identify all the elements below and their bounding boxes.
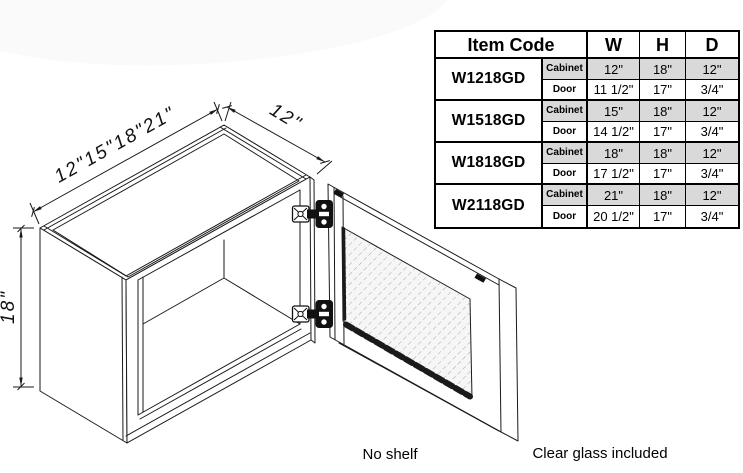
dim-height-label: 18" bbox=[0, 290, 19, 324]
dim-depth-label: 12" bbox=[266, 100, 306, 135]
row-label-cabinet: Cabinet bbox=[543, 143, 588, 164]
value-cell: 17" bbox=[640, 164, 686, 185]
note-clear-glass: Clear glass included bbox=[532, 445, 668, 462]
row-label-cabinet: Cabinet bbox=[543, 59, 588, 80]
header-w: W bbox=[588, 32, 640, 59]
interior-floor-right-edge bbox=[223, 277, 301, 325]
value-cell: 14 1/2" bbox=[588, 122, 640, 143]
value-cell: 15" bbox=[588, 101, 640, 122]
note-no-shelf: No shelf bbox=[362, 446, 418, 463]
value-cell: 3/4" bbox=[686, 164, 738, 185]
value-cell: 11 1/2" bbox=[588, 80, 640, 101]
item-code: W1518GD bbox=[436, 101, 543, 143]
value-cell: 18" bbox=[640, 101, 686, 122]
row-label-cabinet: Cabinet bbox=[543, 185, 588, 206]
row-label-door: Door bbox=[543, 80, 588, 101]
value-cell: 3/4" bbox=[686, 122, 738, 143]
item-code: W2118GD bbox=[436, 185, 543, 227]
header-h: H bbox=[640, 32, 686, 59]
value-cell: 17" bbox=[640, 80, 686, 101]
glass-door bbox=[327, 183, 519, 442]
value-cell: 3/4" bbox=[686, 80, 738, 101]
value-cell: 17 1/2" bbox=[588, 164, 640, 185]
spec-table: Item Code W H D W1218GD Cabinet 12" 18" … bbox=[434, 30, 740, 229]
value-cell: 21" bbox=[588, 185, 640, 206]
glass-edge-band-bottom bbox=[343, 321, 473, 400]
item-code: W1218GD bbox=[436, 59, 543, 101]
value-cell: 12" bbox=[686, 143, 738, 164]
glass-hatch bbox=[342, 227, 472, 398]
value-cell: 12" bbox=[588, 59, 640, 80]
value-cell: 18" bbox=[640, 143, 686, 164]
glass-edge-band-left bbox=[341, 227, 347, 321]
value-cell: 18" bbox=[640, 185, 686, 206]
value-cell: 12" bbox=[686, 185, 738, 206]
dimension-arrows bbox=[19, 107, 325, 387]
value-cell: 12" bbox=[686, 101, 738, 122]
row-label-door: Door bbox=[543, 122, 588, 143]
item-code: W1818GD bbox=[436, 143, 543, 185]
row-label-door: Door bbox=[543, 206, 588, 227]
value-cell: 18" bbox=[640, 59, 686, 80]
interior-back-floor-edge bbox=[142, 277, 225, 325]
value-cell: 20 1/2" bbox=[588, 206, 640, 227]
door-bumper-left bbox=[333, 189, 344, 198]
row-label-cabinet: Cabinet bbox=[543, 101, 588, 122]
value-cell: 17" bbox=[640, 206, 686, 227]
cabinet-body bbox=[39, 124, 316, 444]
value-cell: 17" bbox=[640, 122, 686, 143]
door-bumper-right bbox=[474, 273, 486, 283]
hinge-bottom-icon bbox=[291, 300, 333, 328]
header-item-code: Item Code bbox=[436, 32, 588, 59]
row-label-door: Door bbox=[543, 164, 588, 185]
header-d: D bbox=[686, 32, 738, 59]
value-cell: 12" bbox=[686, 59, 738, 80]
value-cell: 3/4" bbox=[700, 209, 724, 224]
hinge-top-icon bbox=[291, 200, 333, 228]
value-cell: 18" bbox=[588, 143, 640, 164]
